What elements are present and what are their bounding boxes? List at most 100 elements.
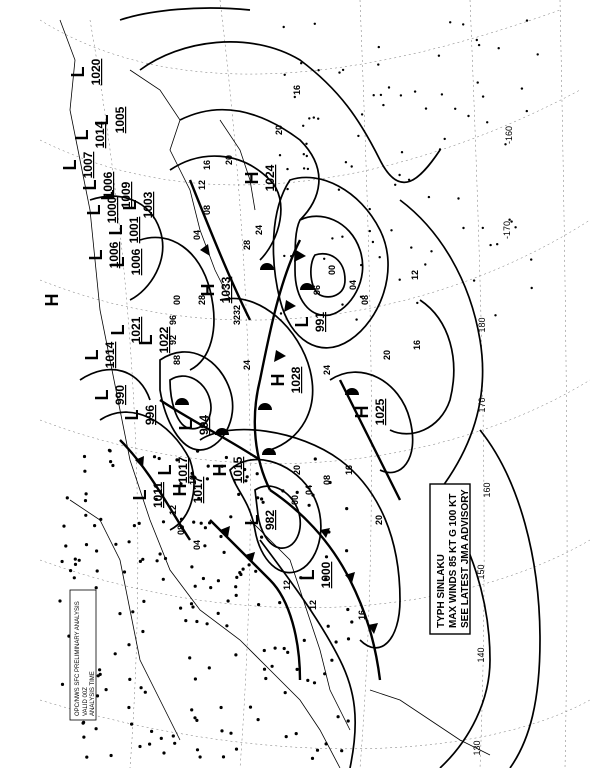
station-dot	[508, 218, 511, 221]
station-dot	[398, 173, 401, 177]
station-dot	[234, 593, 238, 598]
station-dot	[313, 22, 316, 25]
station-dot	[317, 69, 320, 72]
isobar-label: 92	[168, 335, 178, 345]
station-dot	[302, 638, 306, 643]
station-dot	[193, 716, 197, 720]
station-dot	[382, 103, 385, 107]
station-dot	[84, 543, 89, 547]
station-dot	[399, 94, 403, 97]
isobar-label: 04	[304, 485, 314, 495]
station-dot	[306, 678, 310, 683]
station-dot	[154, 497, 158, 501]
station-dot	[346, 637, 351, 641]
system-letter: L	[60, 160, 80, 171]
station-dot	[390, 229, 393, 232]
system-letter: H	[242, 172, 262, 185]
station-dot	[109, 753, 113, 758]
system-letter: H	[170, 484, 190, 497]
station-dot	[286, 187, 289, 191]
station-dot	[205, 477, 209, 481]
station-dot	[308, 117, 311, 120]
isobar-label: 12	[282, 580, 292, 590]
station-dot	[378, 256, 381, 259]
isobar-label: 04	[192, 540, 202, 550]
station-dot	[302, 153, 305, 156]
system-letter: L	[122, 410, 142, 421]
station-dot	[306, 167, 310, 171]
station-dot	[344, 161, 348, 164]
isobar-label: 32	[232, 315, 242, 325]
station-dot	[410, 246, 413, 249]
isobar-label: 28	[242, 240, 252, 250]
station-dot	[127, 643, 131, 647]
station-dot	[424, 107, 428, 110]
isobar-label: 00	[290, 495, 300, 505]
station-dot	[350, 620, 354, 624]
station-dot	[346, 719, 350, 723]
station-dot	[328, 480, 332, 485]
central-pressure: 1005	[113, 106, 127, 133]
system-letter: L	[298, 570, 318, 581]
station-dot	[443, 137, 446, 141]
station-dot	[93, 524, 97, 528]
longitude-label: 130	[472, 740, 482, 755]
station-dot	[130, 722, 134, 726]
station-dot	[481, 95, 485, 98]
central-pressure: 1011	[151, 482, 165, 508]
station-dot	[256, 496, 260, 500]
station-dot	[302, 167, 306, 170]
station-dot	[310, 756, 315, 761]
longitude-label: -170	[502, 221, 512, 239]
system-letter: L	[82, 350, 102, 361]
system-letter: L	[176, 420, 196, 431]
station-dot	[489, 243, 492, 247]
station-dot	[148, 742, 152, 746]
isobar-label: 16	[202, 160, 212, 170]
central-pressure: 1017	[176, 456, 190, 483]
station-dot	[326, 624, 330, 628]
station-dot	[494, 314, 497, 317]
isobar-label: 08	[322, 475, 332, 485]
system-letter: L	[80, 180, 100, 191]
system-letter: L	[72, 130, 92, 141]
station-dot	[77, 558, 81, 562]
station-dot	[234, 585, 238, 589]
station-dot	[113, 652, 117, 656]
station-dot	[82, 454, 87, 459]
isobar-label: 16	[357, 610, 367, 620]
station-dot	[137, 521, 141, 526]
central-pressure: 1006	[101, 171, 115, 198]
longitude-label: 150	[476, 564, 486, 579]
isobar-label: 16	[344, 465, 354, 475]
station-dot	[387, 86, 391, 89]
station-dot	[159, 736, 163, 741]
station-dot	[438, 148, 442, 151]
station-dot	[311, 493, 315, 497]
station-dot	[260, 497, 264, 501]
station-dot	[98, 672, 102, 677]
station-dot	[161, 577, 165, 581]
station-dot	[278, 154, 282, 157]
station-dot	[216, 611, 220, 616]
station-dot	[95, 694, 100, 698]
station-dot	[286, 167, 289, 171]
station-dot	[254, 569, 258, 573]
station-dot	[299, 576, 303, 580]
station-dot	[128, 677, 132, 682]
station-dot	[327, 530, 331, 534]
isobar-label: 00	[327, 265, 337, 275]
station-dot	[286, 650, 290, 655]
station-dot	[295, 490, 299, 494]
station-dot	[132, 524, 136, 528]
longitude-label: 180	[477, 317, 487, 332]
